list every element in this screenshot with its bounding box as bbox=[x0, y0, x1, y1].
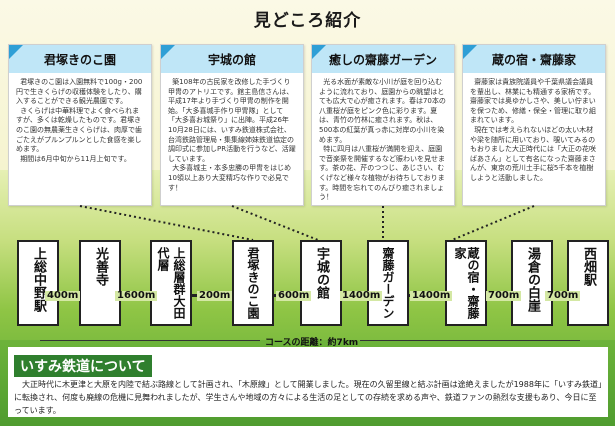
card-paragraph: 現在では考えられないほどの太い木材や梁を随所に用いており、覗いてみるのもおりまし… bbox=[470, 125, 596, 182]
corner-accent-icon bbox=[161, 45, 175, 59]
corner-accent-icon bbox=[312, 45, 326, 59]
course-line-left bbox=[40, 340, 260, 341]
station-label: 上総層群大田代層 bbox=[156, 247, 186, 319]
card-body: 築108年の古民家を改修した手づくり甲冑のアトリエです。館主島信さんは、平成17… bbox=[161, 73, 303, 193]
station-kozenji: 光善寺 bbox=[79, 240, 121, 326]
card-saito-garden: 癒しの齋藤ガーデン 光る水面が素敵な小川が庭を回り込むように流れており、庭園から… bbox=[311, 44, 455, 206]
station-label: 湯倉の白崖 bbox=[525, 247, 540, 312]
corner-accent-icon bbox=[9, 45, 23, 59]
station-kazusa-nakano: 上総中野駅 bbox=[17, 240, 59, 326]
distance-label: 700m bbox=[545, 290, 581, 301]
station-kimitsuka-kinoko: 君塚きのこ園 bbox=[232, 240, 274, 326]
distance-label: 600m bbox=[276, 290, 312, 301]
card-ujo-no-yakata: 宇城の館 築108年の古民家を改修した手づくり甲冑のアトリエです。館主島信さんは… bbox=[160, 44, 304, 206]
about-text: 大正時代に木更津と大原を内陸で結ぶ路線として計画され、「木原線」として開業しまし… bbox=[14, 380, 602, 415]
card-body: 齋藤家は貴族院議員や千葉県議会議員を輩出し、林業にも精通する家柄です。齋藤家では… bbox=[463, 73, 605, 184]
card-title: 蔵の宿・齋藤家 bbox=[491, 52, 576, 67]
about-title: いすみ鉄道について bbox=[14, 355, 152, 377]
card-paragraph: 大多喜城主・本多忠勝の甲冑をはじめ10領以上あり大変精巧な作りで必見です！ bbox=[168, 164, 292, 192]
station-label: 齋藤ガーデン bbox=[381, 247, 395, 319]
station-ujo-no-yakata: 宇城の館 bbox=[300, 240, 342, 326]
connector-kura bbox=[451, 205, 535, 241]
card-header: 宇城の館 bbox=[161, 45, 303, 73]
page-title: 見どころ紹介 bbox=[253, 11, 362, 31]
card-paragraph: 齋藤家は貴族院議員や千葉県議会議員を輩出し、林業にも精通する家柄です。齋藤家では… bbox=[470, 78, 596, 125]
distance-label: 1400m bbox=[410, 290, 453, 301]
card-paragraph: 期間は6月中旬から11月上旬です。 bbox=[20, 154, 131, 163]
card-title: 君塚きのこ園 bbox=[43, 52, 116, 67]
station-nishihata: 西畑駅 bbox=[567, 240, 609, 326]
card-body: 光る水面が素敵な小川が庭を回り込むように流れており、庭園からの眺望はとても広大で… bbox=[312, 73, 454, 203]
station-saito-garden: 齋藤ガーデン bbox=[367, 240, 409, 326]
card-header: 君塚きのこ園 bbox=[9, 45, 151, 73]
corner-accent-icon bbox=[463, 45, 477, 59]
station-label: 西畑駅 bbox=[581, 247, 596, 286]
station-kura-no-yado: 蔵の宿・齋藤家 bbox=[445, 240, 487, 326]
card-header: 蔵の宿・齋藤家 bbox=[463, 45, 605, 73]
card-kimitsuka-kinoko: 君塚きのこ園 君塚きのこ園は入園無料で100g・200円で生きくらげの収穫体験を… bbox=[8, 44, 152, 206]
station-label: 上総中野駅 bbox=[31, 247, 46, 312]
card-paragraph: きくらげは中華料理でよく食べられますが、多くは乾燥したものです。君塚きのこ園の無… bbox=[16, 106, 142, 154]
distance-label: 400m bbox=[45, 290, 81, 301]
card-body: 君塚きのこ園は入園無料で100g・200円で生きくらげの収穫体験をしたり、購入す… bbox=[9, 73, 151, 164]
station-otashiro-layer: 上総層群大田代層 bbox=[150, 240, 192, 326]
station-label: 蔵の宿・齋藤家 bbox=[453, 247, 480, 319]
course-length: コースの距離：約7km bbox=[265, 338, 359, 348]
distance-label: 1600m bbox=[115, 290, 158, 301]
card-paragraph: 光る水面が素敵な小川が庭を回り込むように流れており、庭園からの眺望はとても広大で… bbox=[319, 78, 446, 144]
station-label: 君塚きのこ園 bbox=[246, 247, 260, 319]
distance-label: 700m bbox=[486, 290, 522, 301]
station-yukura-hakugai: 湯倉の白崖 bbox=[511, 240, 553, 326]
card-paragraph: 特に四月は八重桜が満開を迎え、庭園で音楽祭を開催するなど賑わいを見せます。茶の花… bbox=[319, 145, 445, 202]
card-paragraph: 築108年の古民家を改修した手づくり甲冑のアトリエです。館主島信さんは、平成17… bbox=[168, 78, 296, 163]
card-paragraph: 君塚きのこ園は入園無料で100g・200円で生きくらげの収穫体験をしたり、購入す… bbox=[16, 78, 143, 106]
distance-label: 200m bbox=[197, 290, 233, 301]
course-line-right bbox=[360, 340, 580, 341]
station-label: 光善寺 bbox=[93, 247, 108, 286]
card-header: 癒しの齋藤ガーデン bbox=[312, 45, 454, 73]
card-kura-no-yado: 蔵の宿・齋藤家 齋藤家は貴族院議員や千葉県議会議員を輩出し、林業にも精通する家柄… bbox=[462, 44, 606, 206]
distance-label: 1400m bbox=[340, 290, 383, 301]
connector-ujo bbox=[231, 205, 319, 241]
station-label: 宇城の館 bbox=[314, 247, 329, 299]
connector-kinoko bbox=[79, 205, 254, 241]
card-title: 宇城の館 bbox=[207, 52, 256, 67]
card-title: 癒しの齋藤ガーデン bbox=[328, 52, 437, 67]
